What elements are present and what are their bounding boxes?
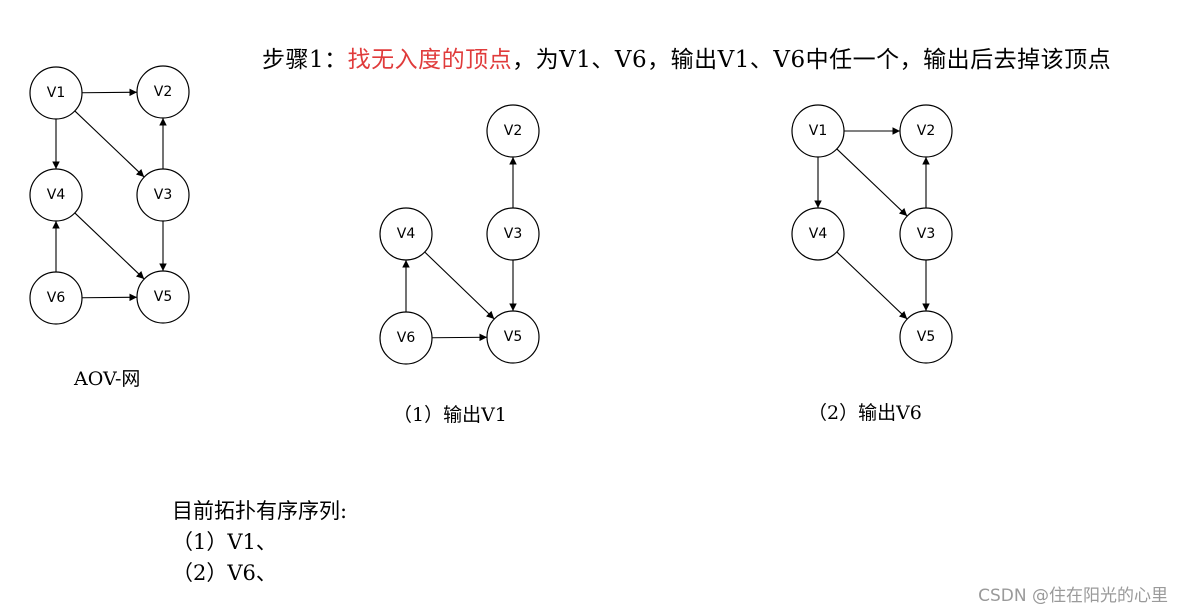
node-v1: V1 — [791, 104, 845, 158]
node-v4: V4 — [791, 207, 845, 261]
node-label: V5 — [154, 289, 172, 305]
node-label: V4 — [47, 187, 66, 203]
edge-v1-v3 — [836, 148, 908, 217]
edge-v4-v5 — [74, 212, 145, 280]
node-v2: V2 — [899, 104, 953, 158]
node-label: V5 — [504, 329, 522, 345]
node-circle — [899, 104, 953, 158]
node-circle — [29, 66, 83, 120]
node-v4: V4 — [379, 207, 433, 261]
caption-after-v1: （1）输出V1 — [393, 404, 507, 426]
node-v5: V5 — [136, 270, 190, 324]
node-circle — [136, 270, 190, 324]
node-circle — [29, 271, 83, 325]
node-label: V1 — [47, 85, 65, 101]
node-circle — [486, 104, 540, 158]
node-circle — [791, 207, 845, 261]
node-v6: V6 — [29, 271, 83, 325]
node-v1: V1 — [29, 66, 83, 120]
node-circle — [136, 65, 190, 119]
step-rest: ，为V1、V6，输出V1、V6中任一个，输出后去掉该顶点 — [512, 47, 1112, 73]
node-label: V2 — [504, 123, 522, 139]
node-label: V3 — [917, 226, 935, 242]
node-circle — [379, 207, 433, 261]
step-title: 步骤1：找无入度的顶点，为V1、V6，输出V1、V6中任一个，输出后去掉该顶点 — [262, 40, 1111, 74]
node-v3: V3 — [486, 207, 540, 261]
node-label: V6 — [397, 330, 416, 346]
topological-sequence: 目前拓扑有序序列: （1）V1、 （2）V6、 — [172, 496, 347, 589]
node-circle — [379, 311, 433, 365]
node-v5: V5 — [899, 310, 953, 364]
node-label: V4 — [397, 226, 416, 242]
node-label: V5 — [917, 329, 935, 345]
caption-aov: AOV-网 — [74, 368, 141, 390]
node-v2: V2 — [486, 104, 540, 158]
node-label: V2 — [917, 123, 935, 139]
sequence-title: 目前拓扑有序序列: — [172, 499, 348, 523]
node-label: V3 — [154, 187, 172, 203]
sequence-item-2: （2）V6、 — [172, 561, 277, 585]
node-circle — [899, 207, 953, 261]
caption-after-v6: （2）输出V6 — [808, 402, 922, 424]
node-v4: V4 — [29, 168, 83, 222]
edge-v6-v5 — [81, 293, 138, 302]
node-label: V2 — [154, 84, 172, 100]
edge-v1-v2 — [81, 88, 138, 97]
node-label: V1 — [809, 123, 827, 139]
sequence-item-1: （1）V1、 — [172, 530, 277, 554]
node-circle — [486, 207, 540, 261]
node-circle — [486, 310, 540, 364]
edge-v6-v5 — [431, 333, 488, 342]
node-v3: V3 — [899, 207, 953, 261]
node-circle — [136, 168, 190, 222]
node-circle — [29, 168, 83, 222]
step-highlight: 找无入度的顶点 — [347, 47, 513, 73]
edge-v4-v5 — [424, 251, 495, 320]
node-circle — [899, 310, 953, 364]
node-v3: V3 — [136, 168, 190, 222]
watermark: CSDN @住在阳光的心里 — [978, 586, 1168, 606]
node-label: V4 — [809, 226, 828, 242]
node-v2: V2 — [136, 65, 190, 119]
node-circle — [791, 104, 845, 158]
node-v6: V6 — [379, 311, 433, 365]
step-label: 步骤1： — [262, 47, 348, 73]
node-label: V3 — [504, 226, 522, 242]
node-label: V6 — [47, 290, 66, 306]
node-v5: V5 — [486, 310, 540, 364]
edge-v4-v5 — [836, 251, 908, 320]
edge-v1-v3 — [74, 110, 145, 178]
